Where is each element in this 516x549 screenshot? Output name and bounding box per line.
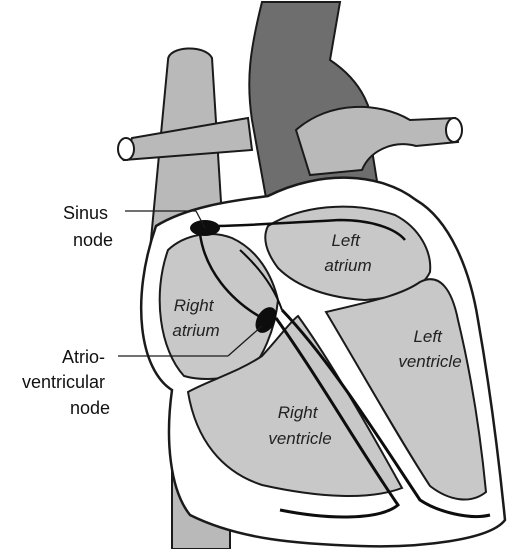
av-node-label: Atrio- ventricular node	[22, 347, 110, 418]
vessel-opening-right	[446, 118, 462, 142]
vessel-opening-left	[118, 138, 134, 160]
pulmonary-arch	[296, 107, 458, 175]
sinus-node-label: Sinus node	[63, 203, 113, 250]
